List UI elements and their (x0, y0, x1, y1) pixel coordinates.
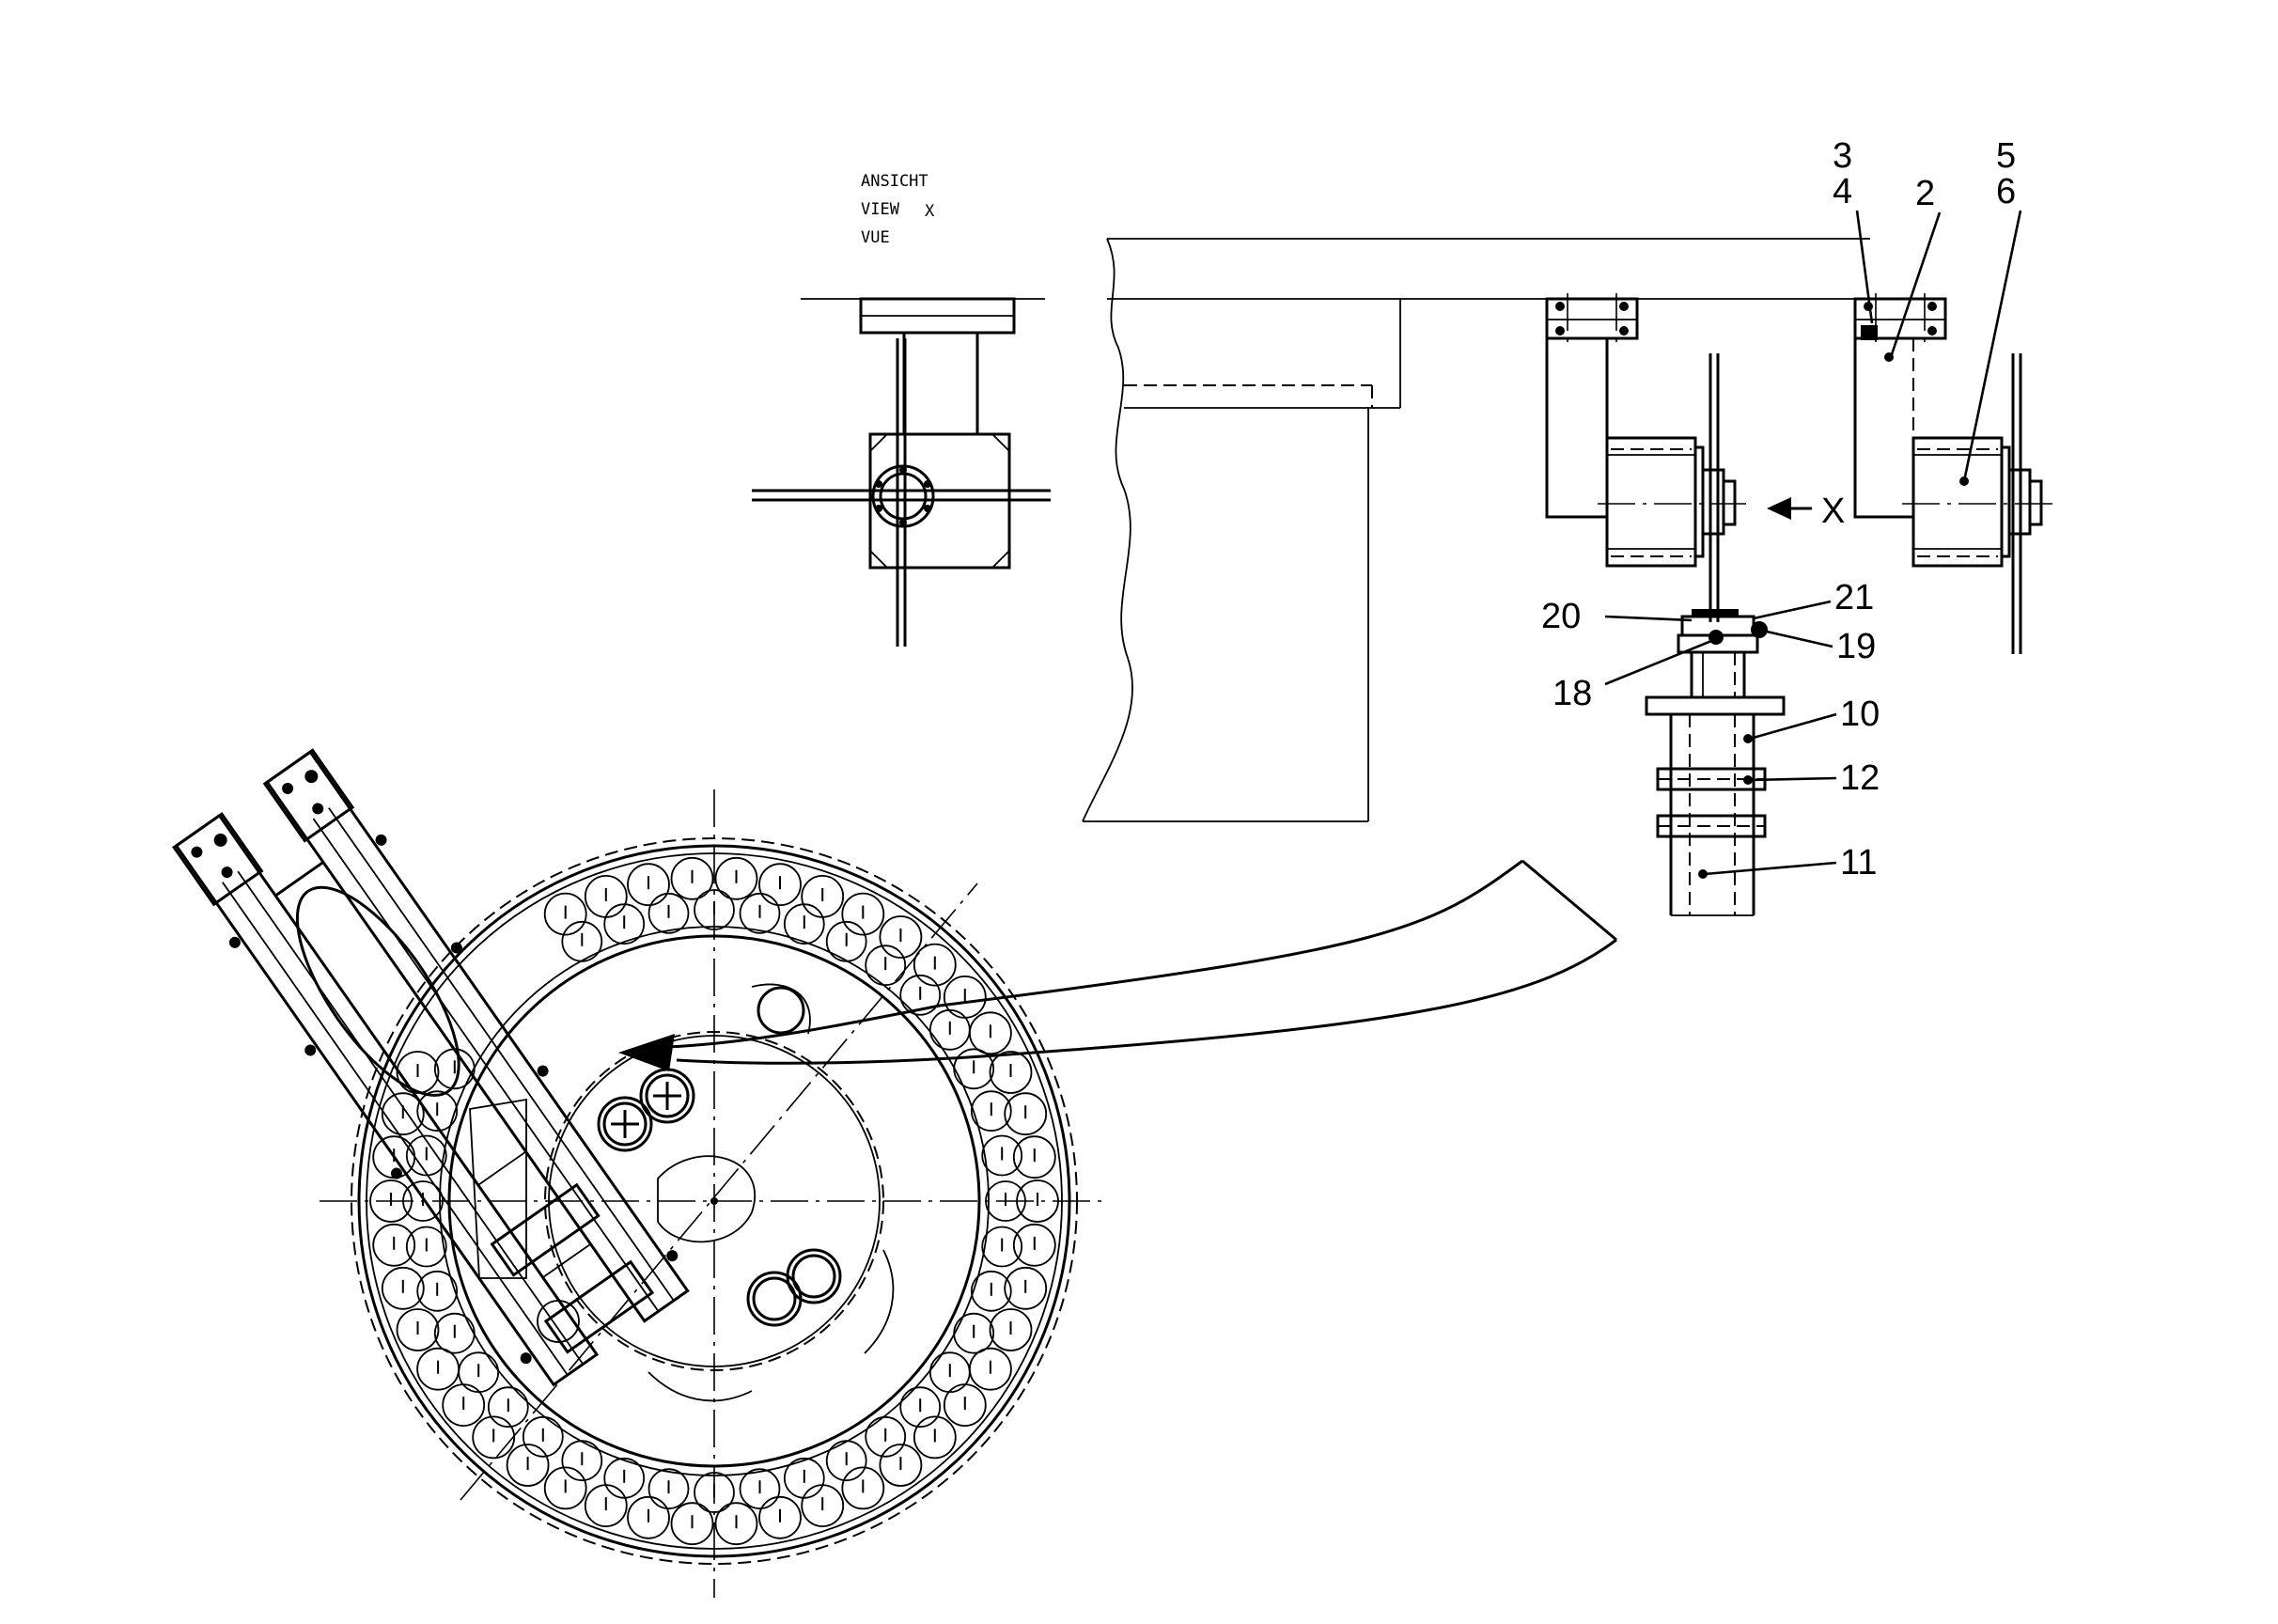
ring-cylinder (714, 856, 758, 900)
ring-cylinder (783, 903, 825, 945)
callout-4: 4 (1833, 172, 1852, 211)
ring-cylinder (522, 1415, 564, 1458)
ring-cylinder (648, 892, 690, 934)
ring-cylinder (841, 1466, 885, 1510)
callout-12: 12 (1840, 758, 1880, 798)
ring-cylinder (783, 1457, 825, 1499)
view-caption-view: VIEW (861, 200, 900, 219)
callout-21: 21 (1834, 578, 1874, 617)
rotary-table-plan (320, 789, 1109, 1598)
ring-cylinder (1016, 1179, 1059, 1223)
callout-11: 11 (1840, 843, 1877, 882)
view-caption-vue: VUE (861, 228, 890, 247)
callout-5: 5 (1996, 136, 2016, 176)
ring-cylinder (758, 1495, 802, 1539)
ring-cylinder (543, 892, 587, 936)
ring-cylinder (627, 1495, 670, 1539)
ring-cylinder (989, 1308, 1033, 1351)
ring-cylinder (913, 1415, 957, 1460)
ring-cylinder (899, 1386, 942, 1429)
ring-cylinder (970, 1270, 1012, 1312)
callout-labels: 3 4 2 5 6 21 20 19 18 10 12 11 (1541, 136, 2022, 882)
ring-cylinder (825, 1440, 867, 1482)
ring-cylinder (396, 1308, 440, 1351)
ring-cylinder (405, 1226, 447, 1268)
ring-cylinder (714, 1502, 758, 1546)
ring-cylinder (1012, 1135, 1056, 1179)
ring-cylinder (506, 1444, 550, 1487)
ring-cylinder (989, 1051, 1033, 1094)
callout-20: 20 (1541, 597, 1581, 636)
view-x-detail: ANSICHT VIEW X VUE (752, 172, 1051, 647)
ring-cylinder (879, 1444, 923, 1487)
ring-cylinder (899, 974, 942, 1016)
cylinder-assembly-left (1545, 293, 1746, 622)
ring-cylinder (985, 1180, 1026, 1222)
callout-10: 10 (1840, 695, 1880, 734)
ring-cylinder (433, 1312, 476, 1354)
ring-cylinder (670, 1502, 714, 1546)
callout-18: 18 (1552, 674, 1592, 713)
ring-of-cylinders (369, 856, 1059, 1546)
cylinder-assembly-right (1853, 293, 2054, 654)
loading-arm-assembly (172, 748, 690, 1387)
ring-cylinder (981, 1134, 1023, 1177)
ring-cylinder (670, 856, 714, 900)
ring-cylinder (879, 915, 923, 959)
callout-6: 6 (1996, 172, 2016, 211)
ring-cylinder (603, 1457, 646, 1499)
ring-cylinder (841, 892, 885, 936)
view-caption-letter: X (925, 202, 935, 221)
ring-cylinder (970, 1090, 1012, 1132)
ring-cylinder (648, 1468, 690, 1510)
ring-cylinder (416, 1090, 459, 1132)
ring-cylinder (603, 903, 646, 945)
ring-cylinder (381, 1266, 425, 1310)
ring-cylinder (739, 892, 781, 934)
view-arrow-label: X (1821, 492, 1845, 531)
view-arrow-x: X (1767, 492, 1845, 531)
ring-cylinder (694, 1472, 735, 1513)
callout-19: 19 (1836, 627, 1876, 666)
ring-cylinder (405, 1134, 447, 1177)
ring-cylinder (913, 943, 957, 987)
ring-cylinder (739, 1468, 781, 1510)
ring-cylinder (928, 1008, 971, 1051)
ring-cylinder (825, 920, 867, 962)
ring-cylinder (543, 1466, 587, 1510)
ring-cylinder (1004, 1092, 1048, 1136)
ring-cylinder (865, 1415, 907, 1458)
ring-cylinder (458, 1351, 500, 1394)
callout-2: 2 (1915, 174, 1935, 213)
ring-cylinder (561, 1440, 603, 1482)
ring-cylinder (416, 1270, 459, 1312)
ring-cylinder (369, 1179, 413, 1223)
callout-3: 3 (1833, 136, 1852, 176)
ring-cylinder (472, 1415, 516, 1460)
detail-pointer-arrow (618, 859, 1617, 1071)
main-beam (1082, 238, 1945, 822)
ring-cylinder (953, 1048, 995, 1090)
ring-cylinder (928, 1351, 971, 1394)
ring-cylinder (627, 863, 670, 907)
ring-cylinder (381, 1092, 425, 1136)
ring-cylinder (487, 1386, 529, 1429)
ring-cylinder (1004, 1266, 1048, 1310)
view-caption-ansicht: ANSICHT (861, 172, 928, 191)
ring-cylinder (865, 945, 907, 987)
ring-cylinder (372, 1223, 416, 1267)
ring-cylinder (953, 1312, 995, 1354)
ring-cylinder (694, 889, 735, 930)
ring-cylinder (1012, 1223, 1056, 1267)
ring-cylinder (981, 1226, 1023, 1268)
ring-cylinder (561, 920, 603, 962)
ring-cylinder (402, 1180, 444, 1222)
ring-cylinder (758, 863, 802, 907)
